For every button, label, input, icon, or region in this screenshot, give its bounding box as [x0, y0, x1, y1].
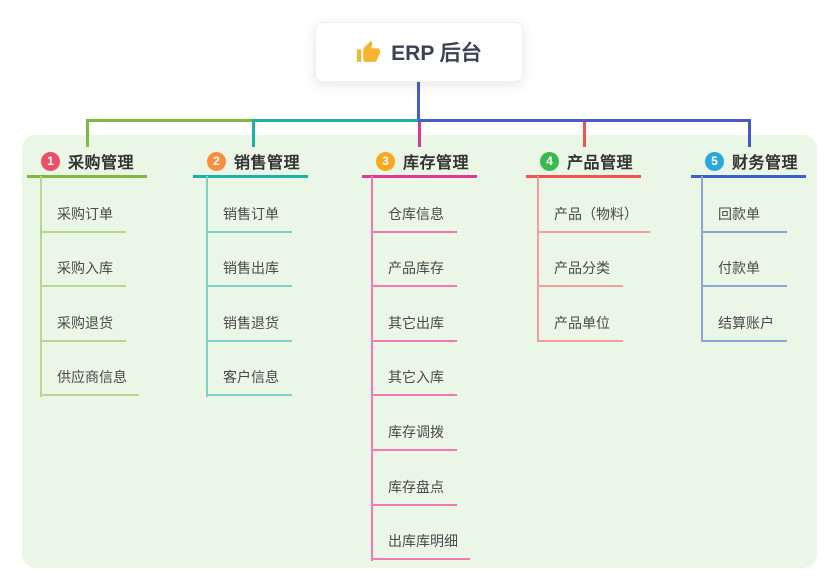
- branch-label: 采购管理: [68, 155, 135, 172]
- connector-purchase-line: [86, 119, 254, 122]
- branch-spine-line: [537, 176, 539, 342]
- node-stock-transfer[interactable]: 库存调拨: [371, 396, 457, 451]
- root-title: ERP 后台: [391, 42, 482, 65]
- branch-spine-line: [206, 176, 208, 397]
- branch-label: 库存管理: [403, 155, 470, 172]
- drop-finance-line: [748, 119, 751, 147]
- branch-header-product[interactable]: 4 产品管理: [526, 147, 641, 178]
- node-sales-return[interactable]: 销售退货: [206, 287, 292, 342]
- branch-children-inventory: 仓库信息 产品库存 其它出库 其它入库 库存调拨 库存盘点 出库库明细: [371, 176, 470, 561]
- branch-spine-line: [701, 176, 703, 342]
- branch-number-badge: 5: [705, 151, 724, 171]
- node-purchase-order[interactable]: 采购订单: [40, 178, 126, 233]
- node-purchase-return[interactable]: 采购退货: [40, 287, 126, 342]
- root-node[interactable]: ERP 后台: [315, 22, 523, 82]
- node-receipt-bill[interactable]: 回款单: [701, 178, 787, 233]
- branch-number-badge: 3: [376, 151, 395, 171]
- branch-children-product: 产品（物料） 产品分类 产品单位: [537, 176, 650, 342]
- node-stock-taking[interactable]: 库存盘点: [371, 451, 457, 506]
- connector-finance-line: [418, 119, 751, 122]
- branch-header-purchase[interactable]: 1 采购管理: [27, 147, 147, 178]
- node-product-category[interactable]: 产品分类: [537, 233, 623, 288]
- node-product-stock[interactable]: 产品库存: [371, 233, 457, 288]
- node-other-outbound[interactable]: 其它出库: [371, 287, 457, 342]
- drop-inventory-line: [418, 122, 421, 147]
- branch-number-badge: 1: [41, 151, 60, 171]
- node-payment-bill[interactable]: 付款单: [701, 233, 787, 288]
- node-purchase-inbound[interactable]: 采购入库: [40, 233, 126, 288]
- node-product-unit[interactable]: 产品单位: [537, 287, 623, 342]
- branch-label: 财务管理: [732, 155, 799, 172]
- node-other-inbound[interactable]: 其它入库: [371, 342, 457, 397]
- branch-number-badge: 2: [207, 151, 226, 171]
- branch-header-finance[interactable]: 5 财务管理: [691, 147, 806, 178]
- branch-header-sales[interactable]: 2 销售管理: [193, 147, 308, 178]
- branch-spine-line: [40, 176, 42, 397]
- connector-sales-line: [252, 119, 420, 122]
- node-product-material[interactable]: 产品（物料）: [537, 178, 650, 233]
- root-connector-line: [417, 82, 420, 120]
- node-stock-detail[interactable]: 出库库明细: [371, 506, 470, 561]
- mindmap-panel: [22, 135, 817, 568]
- node-settlement-account[interactable]: 结算账户: [701, 287, 787, 342]
- node-customer-info[interactable]: 客户信息: [206, 342, 292, 397]
- drop-sales-line: [252, 119, 255, 147]
- branch-number-badge: 4: [540, 151, 559, 171]
- drop-purchase-line: [86, 119, 89, 147]
- node-supplier-info[interactable]: 供应商信息: [40, 342, 139, 397]
- branch-children-sales: 销售订单 销售出库 销售退货 客户信息: [206, 176, 292, 397]
- branch-label: 销售管理: [234, 155, 301, 172]
- branch-children-finance: 回款单 付款单 结算账户: [701, 176, 787, 342]
- drop-product-line: [583, 122, 586, 147]
- node-warehouse-info[interactable]: 仓库信息: [371, 178, 457, 233]
- thumbs-up-icon: [357, 40, 381, 62]
- node-sales-outbound[interactable]: 销售出库: [206, 233, 292, 288]
- node-sales-order[interactable]: 销售订单: [206, 178, 292, 233]
- branch-label: 产品管理: [567, 155, 634, 172]
- branch-header-inventory[interactable]: 3 库存管理: [362, 147, 477, 178]
- branch-spine-line: [371, 176, 373, 561]
- branch-children-purchase: 采购订单 采购入库 采购退货 供应商信息: [40, 176, 139, 397]
